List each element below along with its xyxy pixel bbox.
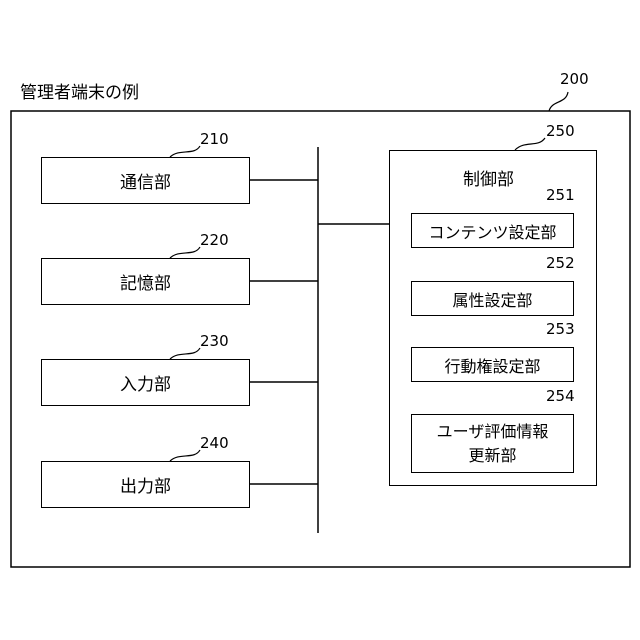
module-label: 通信部 xyxy=(120,168,171,193)
sub-label: 行動権設定部 xyxy=(444,353,540,377)
module-label: 出力部 xyxy=(120,472,171,497)
sub-label-line1: ユーザ評価情報 xyxy=(437,420,549,444)
ref-254: 254 xyxy=(546,387,575,405)
ref-252: 252 xyxy=(546,254,575,272)
ref-251: 251 xyxy=(546,186,575,204)
module-label: 入力部 xyxy=(120,370,171,395)
ref-240: 240 xyxy=(200,434,229,452)
ref-210: 210 xyxy=(200,130,229,148)
leader-210 xyxy=(170,146,200,157)
sub-content-setting: コンテンツ設定部 xyxy=(411,213,574,248)
leader-230 xyxy=(170,348,200,359)
leader-250 xyxy=(515,138,545,150)
sub-label-line2: 更新部 xyxy=(468,444,516,468)
module-communication: 通信部 xyxy=(41,157,250,204)
ref-250: 250 xyxy=(546,122,575,140)
ref-253: 253 xyxy=(546,320,575,338)
leader-240 xyxy=(170,450,200,461)
leader-220 xyxy=(170,247,200,258)
sub-action-right-setting: 行動権設定部 xyxy=(411,347,574,382)
control-unit-label: 制御部 xyxy=(463,165,514,190)
sub-label: コンテンツ設定部 xyxy=(428,219,556,243)
sub-label: 属性設定部 xyxy=(452,287,532,311)
module-storage: 記憶部 xyxy=(41,258,250,305)
ref-200: 200 xyxy=(560,70,589,88)
leader-200 xyxy=(549,92,568,111)
ref-220: 220 xyxy=(200,231,229,249)
ref-230: 230 xyxy=(200,332,229,350)
module-output: 出力部 xyxy=(41,461,250,508)
sub-attribute-setting: 属性設定部 xyxy=(411,281,574,316)
sub-user-evaluation-update: ユーザ評価情報 更新部 xyxy=(411,414,574,473)
module-label: 記憶部 xyxy=(120,269,171,294)
diagram-title: 管理者端末の例 xyxy=(20,78,139,103)
module-input: 入力部 xyxy=(41,359,250,406)
